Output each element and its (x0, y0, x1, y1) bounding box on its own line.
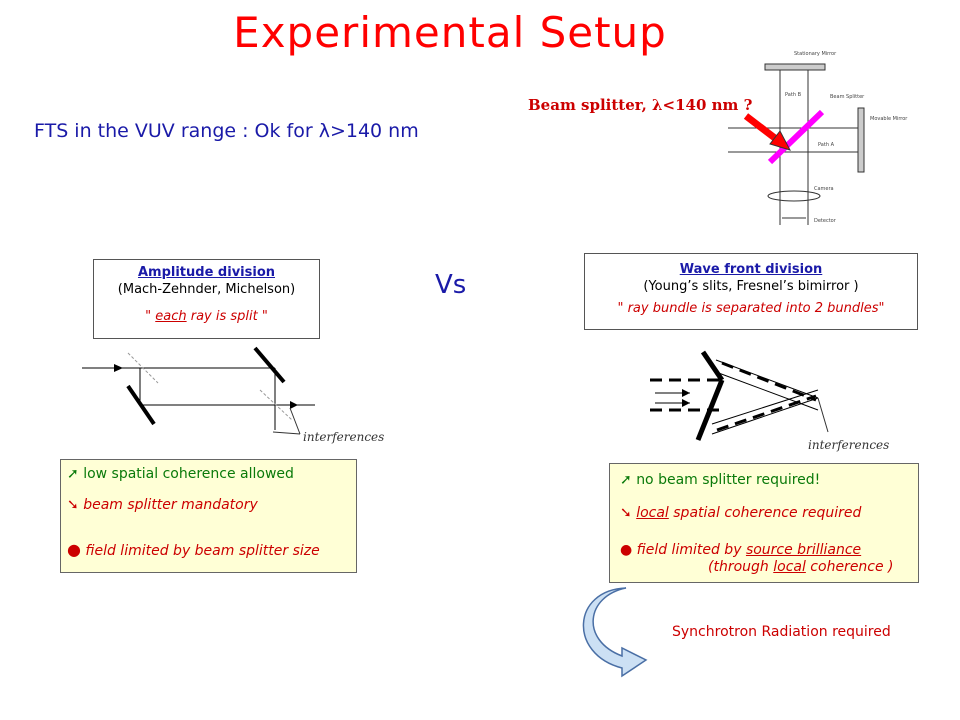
amplitude-note-1: ➚ low spatial coherence allowed (67, 466, 294, 482)
beam-splitter-question: Beam splitter, λ<140 nm ? (528, 96, 753, 114)
versus-label: Vs (435, 270, 467, 300)
down-arrow-icon: ➘ (620, 505, 632, 521)
bullet-icon: ● (620, 542, 633, 558)
label-stationary-mirror: Stationary Mirror (794, 51, 837, 57)
wavefront-note-3: ● field limited by source brilliance (620, 542, 862, 558)
wavefront-division-diagram (650, 350, 829, 441)
label-movable-mirror: Movable Mirror (870, 116, 908, 122)
wavefront-subtitle: (Young’s slits, Fresnel’s bimirror ) (643, 279, 859, 294)
bullet-icon: ● (67, 540, 81, 559)
amplitude-subtitle: (Mach-Zehnder, Michelson) (117, 282, 296, 297)
synchrotron-requirement: Synchrotron Radiation required (672, 624, 891, 640)
wavefront-notes: ➚ no beam splitter required! ➘ local spa… (609, 463, 919, 583)
amplitude-quote: " each ray is split " (145, 309, 268, 324)
movable-mirror (857, 107, 865, 173)
curved-arrow-icon (582, 587, 648, 678)
amplitude-interferences-label: interferences (303, 430, 385, 444)
down-arrow-icon: ➘ (67, 497, 79, 513)
wavefront-note-4: (through local coherence ) (708, 559, 894, 575)
up-arrow-icon: ➚ (620, 472, 632, 488)
label-beam-splitter: Beam Splitter (830, 94, 865, 100)
amplitude-note-3: ● field limited by beam splitter size (67, 540, 320, 559)
wavefront-note-2: ➘ local spatial coherence required (620, 505, 862, 521)
page-title: Experimental Setup (233, 8, 667, 57)
wavefront-quote: " ray bundle is separated into 2 bundles… (617, 301, 885, 316)
fts-statement: FTS in the VUV range : Ok for λ>140 nm (34, 120, 419, 142)
stationary-mirror (764, 63, 826, 71)
label-path-a: Path A (818, 142, 835, 148)
label-camera: Camera (814, 186, 834, 192)
amplitude-notes: ➚ low spatial coherence allowed ➘ beam s… (60, 459, 357, 573)
amplitude-heading: Amplitude division (137, 265, 275, 280)
beam-splitter-plate (767, 109, 825, 165)
label-detector: Detector (814, 218, 837, 224)
wavefront-note-1: ➚ no beam splitter required! (620, 472, 821, 488)
amplitude-division-diagram (82, 346, 315, 435)
wavefront-division-box: Wave front division (Young’s slits, Fres… (584, 253, 918, 330)
label-path-b: Path B (785, 92, 802, 98)
wavefront-interferences-label: interferences (808, 438, 890, 452)
amplitude-division-box: Amplitude division (Mach-Zehnder, Michel… (93, 259, 320, 339)
up-arrow-icon: ➚ (67, 466, 79, 482)
amplitude-note-2: ➘ beam splitter mandatory (67, 497, 258, 513)
wavefront-heading: Wave front division (679, 262, 823, 277)
